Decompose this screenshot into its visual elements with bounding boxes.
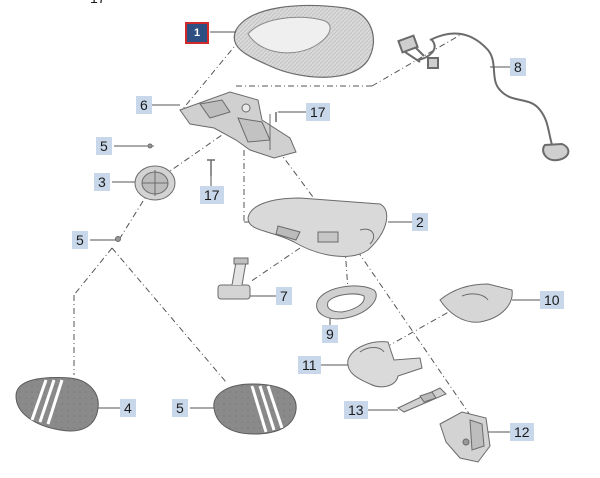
mirror-housing-part-2 [247, 197, 388, 257]
callout-5a[interactable]: 5 [96, 137, 112, 155]
base-bracket-part-6 [179, 91, 297, 159]
callout-10[interactable]: 10 [540, 291, 564, 309]
callout-17-top: 17 [90, 0, 106, 6]
gasket-part-9 [316, 285, 377, 320]
callout-3[interactable]: 3 [94, 173, 110, 191]
callout-1-selected[interactable]: 1 [185, 22, 209, 44]
callout-13[interactable]: 13 [344, 401, 368, 419]
mirror-cap-part-1 [233, 4, 374, 78]
callout-12[interactable]: 12 [510, 423, 534, 441]
callout-17b[interactable]: 17 [200, 186, 224, 204]
callout-11[interactable]: 11 [298, 356, 321, 374]
callout-8[interactable]: 8 [510, 58, 526, 76]
callout-4[interactable]: 4 [120, 399, 136, 417]
seal-part-13 [396, 387, 447, 413]
leader-lines [90, 31, 540, 433]
screw-part-5b [115, 236, 121, 242]
mirror-glass-part-4 [15, 377, 99, 432]
callout-2[interactable]: 2 [412, 213, 428, 231]
callout-7[interactable]: 7 [276, 287, 292, 305]
callout-9[interactable]: 9 [322, 325, 338, 343]
wiring-harness-part-8 [397, 32, 570, 162]
puddle-lamp-part-7 [217, 257, 251, 300]
glass-carrier-part-12 [439, 411, 491, 463]
callout-5c[interactable]: 5 [172, 399, 188, 417]
lower-trim-part-10 [439, 283, 513, 323]
mirror-glass-part-5 [213, 383, 297, 435]
housing-part-11 [347, 341, 423, 388]
callout-17a[interactable]: 17 [306, 103, 330, 121]
bolt-part-17b [207, 159, 215, 176]
callout-5b[interactable]: 5 [72, 231, 88, 249]
callout-6[interactable]: 6 [136, 96, 152, 114]
adjuster-motor-part-3 [134, 165, 176, 201]
